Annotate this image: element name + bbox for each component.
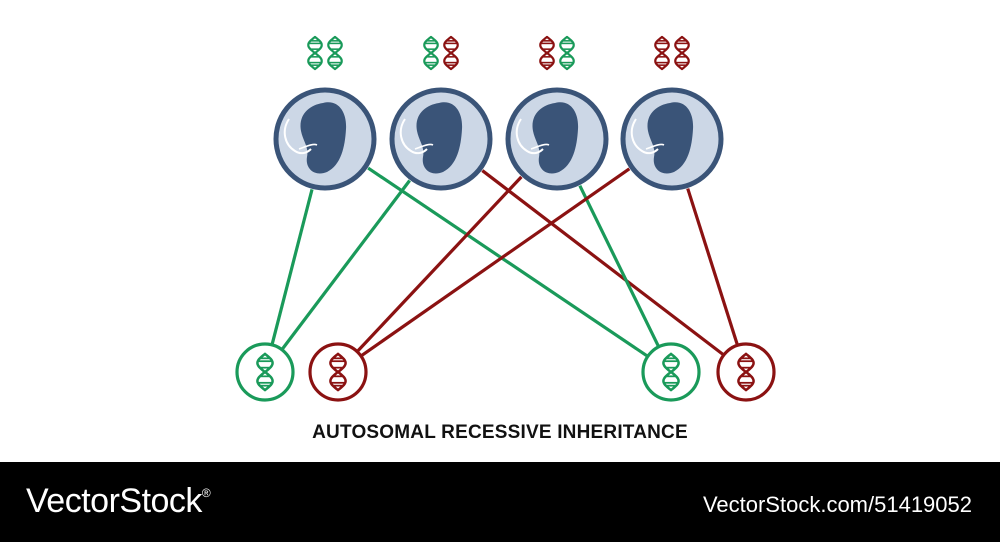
inheritance-line-2 (281, 179, 411, 350)
registered-mark: ® (201, 486, 211, 500)
embryo-icon (399, 102, 463, 174)
parent-allele-3 (641, 342, 701, 402)
offspring-3 (505, 35, 609, 191)
inheritance-line-6 (360, 167, 631, 357)
parent-allele-4 (716, 342, 776, 402)
dna-helix-icon (327, 35, 343, 71)
dna-helix-icon (654, 35, 670, 71)
inheritance-line-3 (481, 169, 724, 356)
inheritance-line-4 (356, 175, 523, 352)
embryo-icon (283, 102, 347, 174)
dna-helix-icon (737, 352, 755, 392)
inheritance-line-7 (686, 188, 739, 345)
watermark-image-ref: VectorStock.com/51419052 (702, 492, 972, 517)
offspring-1 (273, 35, 377, 191)
offspring-2 (389, 35, 493, 191)
parent-alleles-row (235, 342, 776, 402)
offspring-row (273, 35, 724, 191)
diagram-title: AUTOSOMAL RECESSIVE INHERITANCE (312, 422, 688, 443)
inheritance-line-0 (270, 188, 314, 345)
dna-helix-icon (662, 352, 680, 392)
embryo-icon (630, 102, 694, 174)
inheritance-line-1 (367, 166, 648, 358)
watermark-brand: VectorStock® (26, 482, 211, 521)
dna-helix-icon (539, 35, 555, 71)
parent-allele-2 (308, 342, 368, 402)
watermark-brand-text: VectorStock (26, 482, 202, 520)
inheritance-line-5 (578, 185, 660, 347)
parent-allele-1 (235, 342, 295, 402)
dna-helix-icon (307, 35, 323, 71)
inheritance-lines (270, 166, 739, 358)
watermark-footer: VectorStock® VectorStock.com/51419052 (0, 462, 1000, 542)
embryo-icon (515, 102, 579, 174)
inheritance-diagram (235, 35, 776, 402)
dna-helix-icon (256, 352, 274, 392)
dna-helix-icon (329, 352, 347, 392)
dna-helix-icon (674, 35, 690, 71)
dna-helix-icon (559, 35, 575, 71)
dna-helix-icon (423, 35, 439, 71)
dna-helix-icon (443, 35, 459, 71)
offspring-4 (620, 35, 724, 191)
